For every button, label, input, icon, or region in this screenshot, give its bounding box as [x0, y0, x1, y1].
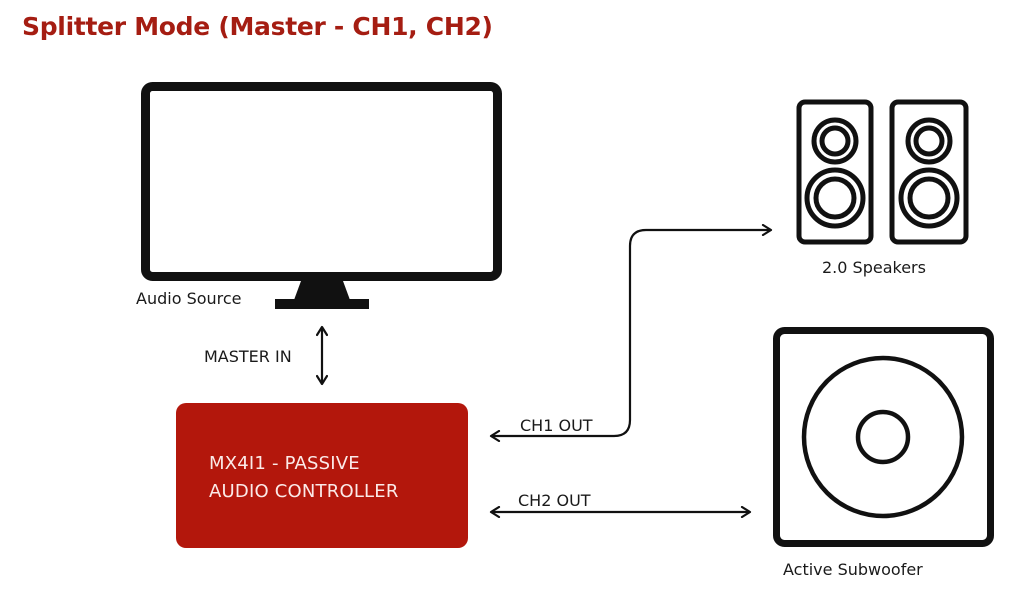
speakers-label: 2.0 Speakers — [822, 258, 926, 277]
monitor-stand-neck — [294, 281, 350, 300]
controller-label-line1: MX4I1 - PASSIVE — [209, 453, 360, 474]
subwoofer-icon — [773, 327, 994, 547]
woofer — [804, 167, 866, 229]
bookshelf-speakers-icon — [796, 99, 969, 245]
subwoofer-label: Active Subwoofer — [783, 560, 923, 579]
monitor-icon — [141, 82, 502, 309]
right-speaker — [889, 99, 969, 245]
ch1-out-arrow — [491, 230, 771, 436]
subwoofer-cone — [801, 355, 965, 519]
controller-label-line2: AUDIO CONTROLLER — [209, 481, 399, 502]
woofer — [898, 167, 960, 229]
tweeter — [811, 117, 859, 165]
diagram-title: Splitter Mode (Master - CH1, CH2) — [22, 12, 493, 41]
tweeter — [905, 117, 953, 165]
subwoofer-cabinet — [773, 327, 994, 547]
left-speaker — [796, 99, 874, 245]
subwoofer-dustcap — [855, 409, 911, 465]
master-in-label: MASTER IN — [204, 347, 292, 366]
monitor-stand-base — [275, 299, 369, 309]
ch1-out-label: CH1 OUT — [520, 416, 593, 435]
monitor-screen — [141, 82, 502, 281]
audio-controller-box: MX4I1 - PASSIVE AUDIO CONTROLLER — [176, 403, 468, 548]
ch2-out-label: CH2 OUT — [518, 491, 591, 510]
audio-source-label: Audio Source — [136, 289, 242, 308]
